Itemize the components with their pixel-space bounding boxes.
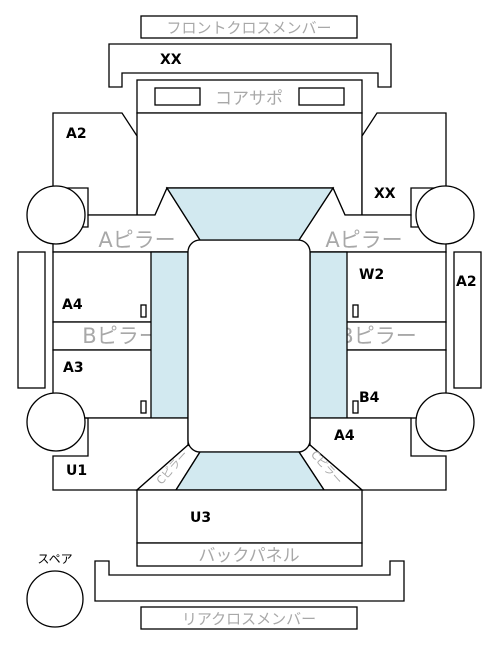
- spare-tire: [26, 570, 84, 628]
- spare-label: スペア: [37, 552, 72, 566]
- front-left-door-handle: [140, 304, 147, 318]
- a-pillar-right-label: Aピラー: [325, 228, 402, 252]
- back-panel-label: バックパネル: [198, 546, 299, 566]
- front-left-wheel: [26, 185, 86, 245]
- headlight-right: [298, 87, 345, 106]
- trunk-code: U3: [190, 510, 211, 526]
- front-cross-member-label: フロントクロスメンバー: [166, 19, 331, 37]
- rear-left-door-handle: [140, 400, 147, 414]
- rear-right-wheel: [415, 392, 475, 452]
- rear-right-quarter-code: A4: [334, 428, 355, 444]
- front-member-bracket: [108, 43, 392, 88]
- front-left-fender-code: A2: [66, 126, 87, 142]
- rear-right-door-handle: [352, 400, 359, 414]
- front-right-door-handle: [352, 304, 359, 318]
- rear-left-door-code: A3: [63, 360, 84, 376]
- left-sill: [17, 251, 46, 389]
- front-right-fender-code: XX: [374, 186, 396, 202]
- b-pillar-right-label: Bピラー: [339, 324, 416, 348]
- rear-cross-member-label: リアクロスメンバー: [182, 610, 316, 628]
- front-right-wheel: [415, 185, 475, 245]
- back-panel-box: [136, 542, 363, 567]
- right-sill-code: A2: [456, 274, 477, 290]
- rear-cross-member-box: [140, 606, 358, 630]
- rear-member-bracket: [94, 560, 405, 602]
- right-side-window: [309, 251, 348, 419]
- headlight-left: [154, 87, 201, 106]
- front-left-door-code: A4: [62, 297, 83, 313]
- a-pillar-left-label: Aピラー: [98, 228, 175, 252]
- rear-window-glass-top: [174, 451, 326, 491]
- trunk-lid: [136, 489, 363, 544]
- front-right-fender: [361, 112, 447, 216]
- core-support-label: コアサポ: [215, 89, 283, 109]
- rear-left-wheel: [26, 392, 86, 452]
- front-right-door-code: W2: [359, 267, 384, 283]
- roof-panel: [187, 239, 311, 453]
- b-pillar-left-label: Bピラー: [82, 324, 159, 348]
- front-member-code: XX: [160, 52, 182, 68]
- windshield-glass-top: [165, 187, 335, 241]
- rear-right-door-code: B4: [359, 390, 380, 406]
- right-sill: [453, 251, 482, 389]
- rear-left-quarter-code: U1: [66, 463, 87, 479]
- left-side-window: [150, 251, 189, 419]
- front-cross-member-box: [140, 15, 358, 39]
